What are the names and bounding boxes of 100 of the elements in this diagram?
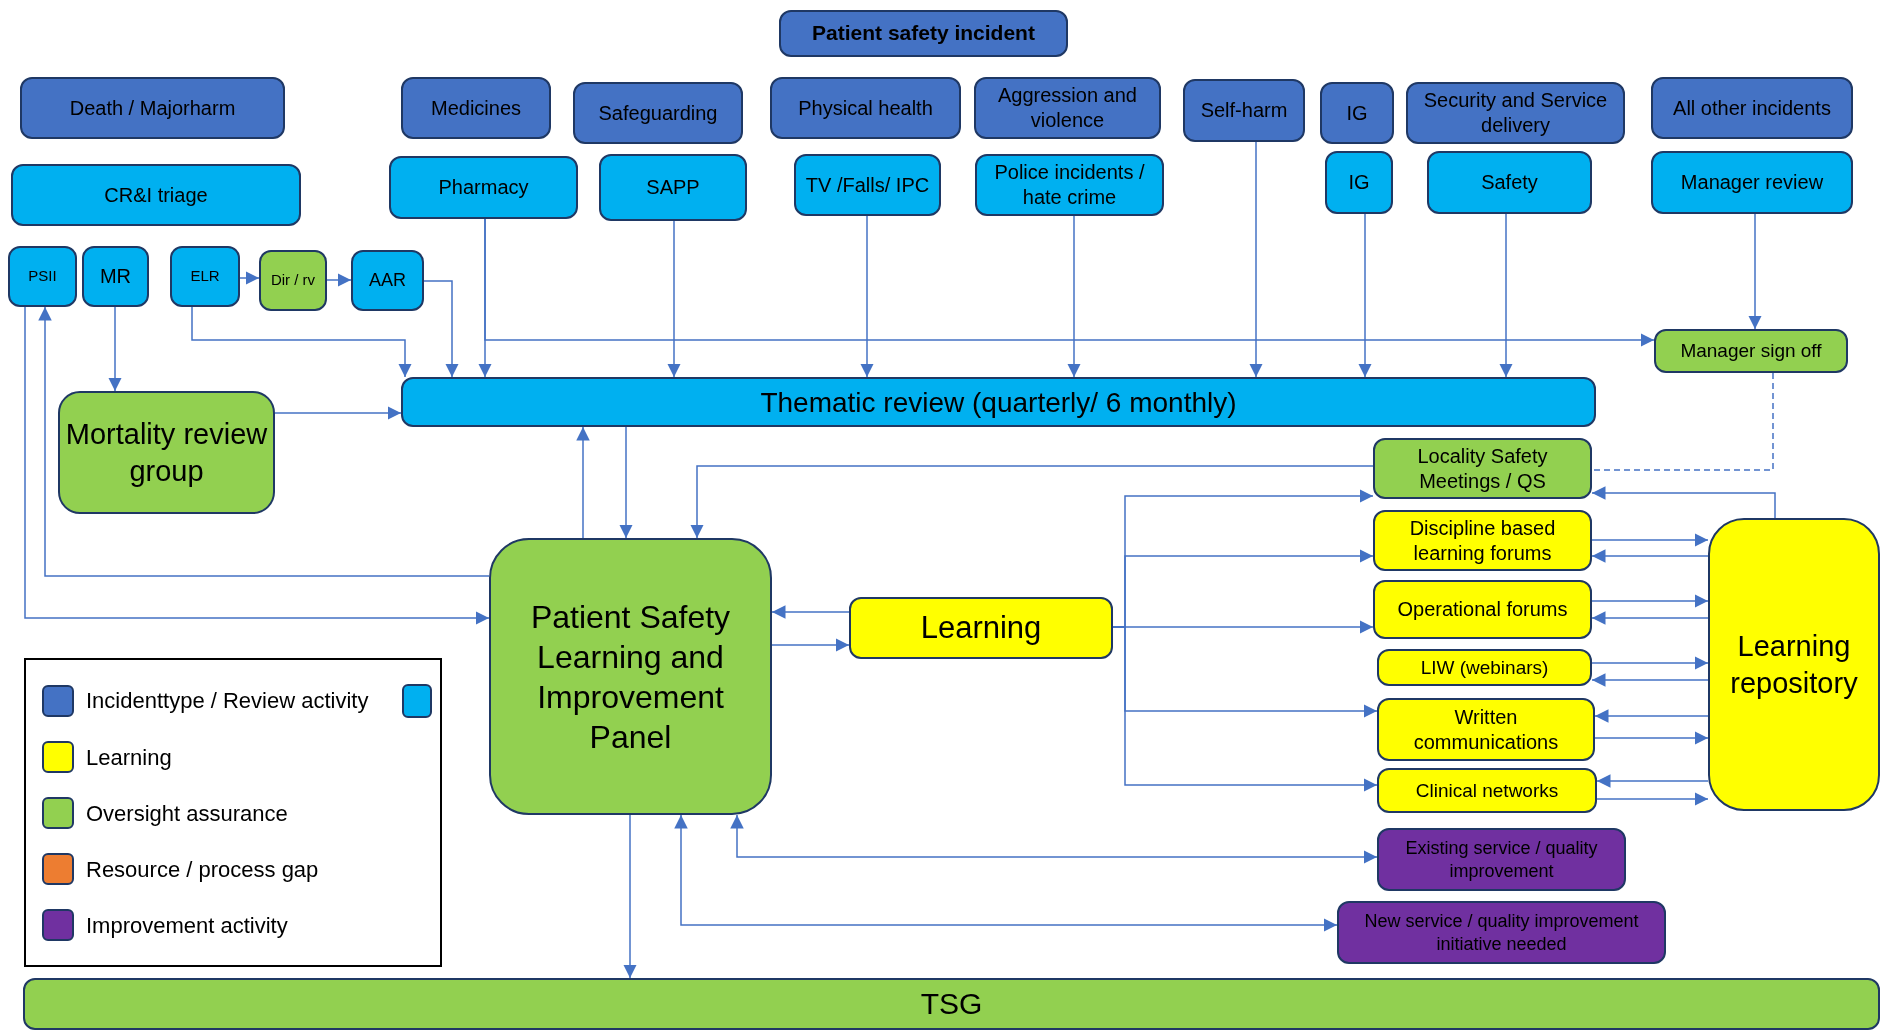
incident-type-box	[573, 82, 743, 144]
arrow	[108, 306, 122, 392]
oversight-box	[1373, 438, 1592, 499]
arrow	[1594, 731, 1709, 745]
arrow	[771, 605, 850, 619]
learning-box	[1377, 768, 1597, 813]
arrow	[1748, 213, 1762, 330]
node-label: Clinical networks	[1415, 778, 1559, 803]
legend-label: Improvement activity	[86, 911, 288, 940]
arrow	[623, 814, 637, 979]
node-label: All other incidents	[1673, 95, 1831, 121]
incident-type-box	[1320, 82, 1394, 144]
node-label: Learning	[920, 608, 1042, 647]
node-label: Thematic review (quarterly/ 6 monthly)	[760, 385, 1237, 420]
node-label: TV /Falls/ IPC	[805, 172, 930, 198]
arrow	[619, 426, 633, 539]
arrow	[1499, 213, 1513, 378]
node-label: Patient safety incident	[812, 20, 1035, 47]
node-label: AAR	[369, 269, 406, 292]
arrow	[191, 306, 412, 378]
dashed-connector	[1591, 372, 1774, 471]
arrow	[576, 426, 590, 539]
review-activity-box	[1325, 151, 1393, 214]
improvement-box	[1337, 901, 1666, 964]
oversight-box	[489, 538, 772, 815]
incident-type-box	[770, 77, 961, 139]
node-label: Security and Service delivery	[1422, 88, 1609, 138]
incident-type-box	[974, 77, 1161, 139]
node-label: Physical health	[798, 95, 933, 121]
arrow	[423, 280, 459, 378]
node-label: Medicines	[430, 95, 521, 121]
arrow	[1591, 611, 1709, 625]
node-label: Police incidents / hate crime	[993, 160, 1146, 210]
incident-type-box	[1183, 79, 1305, 142]
learning-box	[1377, 698, 1595, 761]
node-label: Aggression and violence	[997, 83, 1138, 133]
arrow	[1594, 709, 1709, 723]
node-label: Mortality review group	[64, 417, 269, 489]
node-label: Dir / rv	[270, 271, 316, 290]
node-label: ELR	[190, 267, 220, 286]
arrow	[1596, 792, 1709, 806]
review-activity-box	[1651, 151, 1853, 214]
node-label: Patient Safety Learning and Improvement Panel	[529, 597, 732, 757]
arrow	[274, 406, 402, 420]
arrow	[1591, 594, 1709, 608]
arrow	[860, 215, 874, 378]
arrow	[1591, 533, 1709, 547]
arrow	[1067, 215, 1081, 378]
incident-type-box	[1406, 82, 1625, 144]
node-label: Existing service / quality improvement	[1404, 837, 1599, 882]
incident-type-box	[20, 77, 285, 139]
node-label: Written communications	[1412, 704, 1560, 755]
node-label: Pharmacy	[438, 175, 529, 200]
review-activity-box	[401, 377, 1596, 427]
node-label: IG	[1348, 170, 1370, 195]
arrow	[1591, 673, 1709, 687]
legend-label: Incidenttype / Review activity	[86, 687, 369, 715]
node-label: PSII	[28, 267, 57, 286]
node-label: Discipline based learning forums	[1408, 515, 1557, 566]
node-label: Locality Safety Meetings / QS	[1416, 443, 1549, 494]
node-label: Self-harm	[1200, 98, 1288, 123]
incident-type-box	[1651, 77, 1853, 139]
review-activity-box	[11, 164, 301, 226]
arrow	[38, 306, 490, 577]
learning-box	[1708, 518, 1880, 811]
arrow	[667, 220, 681, 378]
node-label: SAPP	[646, 175, 700, 200]
arrow	[326, 273, 352, 287]
review-activity-box	[170, 246, 240, 307]
review-activity-box	[975, 154, 1164, 216]
arrow	[1591, 486, 1776, 519]
arrow	[771, 638, 850, 652]
learning-box	[1373, 580, 1592, 639]
node-label: TSG	[920, 986, 983, 1023]
oversight-box	[259, 250, 327, 311]
arrow	[1596, 774, 1709, 788]
arrow	[484, 218, 1655, 347]
review-activity-box	[82, 246, 149, 307]
arrow	[1591, 656, 1709, 670]
incident-type-box	[779, 10, 1068, 57]
node-label: Safeguarding	[598, 100, 718, 126]
node-label: CR&I triage	[104, 182, 208, 208]
node-label: MR	[99, 264, 132, 289]
arrow	[1358, 213, 1372, 378]
oversight-box	[58, 391, 275, 514]
learning-box	[849, 597, 1113, 659]
learning-box	[1373, 510, 1592, 571]
node-label: Manager sign off	[1680, 339, 1822, 363]
arrow	[1249, 141, 1263, 378]
incident-type-box	[401, 77, 551, 139]
arrow	[730, 814, 1378, 864]
review-activity-box	[794, 154, 941, 216]
node-label: Learning repository	[1729, 629, 1859, 701]
node-label: Operational forums	[1397, 597, 1568, 622]
arrow	[24, 306, 490, 625]
review-activity-box	[8, 246, 77, 307]
learning-box	[1377, 649, 1592, 686]
node-label: Safety	[1481, 170, 1538, 195]
legend-label: Learning	[86, 743, 172, 772]
review-activity-box	[1427, 151, 1592, 214]
